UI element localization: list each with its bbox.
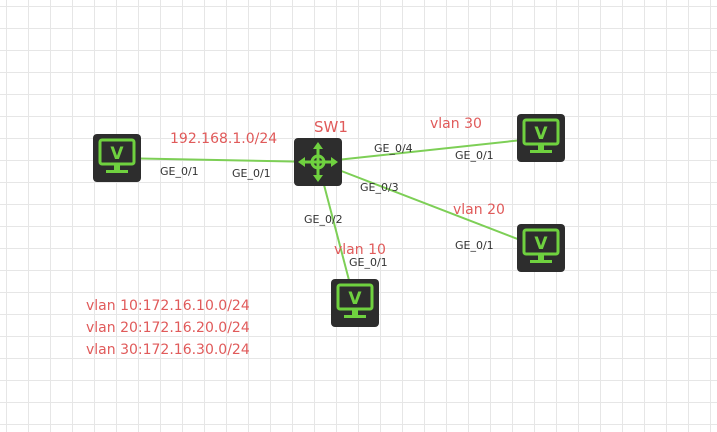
vlan20-label: vlan 20 bbox=[453, 202, 505, 218]
pc-vlan20[interactable]: V bbox=[516, 223, 566, 273]
monitor-v-icon: V bbox=[517, 224, 565, 272]
monitor-v-icon: V bbox=[331, 279, 379, 327]
port-label-pc-vlan30: GE_0/1 bbox=[455, 149, 494, 162]
switch-sw1[interactable] bbox=[293, 137, 343, 187]
pc-left[interactable]: V bbox=[92, 133, 142, 183]
port-label-sw-ge04: GE_0/4 bbox=[374, 142, 413, 155]
svg-text:V: V bbox=[534, 234, 548, 254]
port-label-pc-vlan20: GE_0/1 bbox=[455, 239, 494, 252]
port-label-sw-ge02: GE_0/2 bbox=[304, 213, 343, 226]
network-label-192: 192.168.1.0/24 bbox=[170, 131, 278, 147]
pc-vlan30[interactable]: V bbox=[516, 113, 566, 163]
note-vlan30: vlan 30:172.16.30.0/24 bbox=[86, 342, 250, 358]
port-label-sw-ge03: GE_0/3 bbox=[360, 181, 399, 194]
link-sw1-pc-vlan20 bbox=[317, 161, 542, 249]
port-label-pc-vlan10: GE_0/1 bbox=[349, 256, 388, 269]
port-label-pc-left: GE_0/1 bbox=[160, 165, 199, 178]
switch-arrows-icon bbox=[294, 138, 342, 186]
svg-text:V: V bbox=[348, 289, 362, 309]
vlan-subnet-notes: vlan 10:172.16.10.0/24 vlan 20:172.16.20… bbox=[86, 295, 250, 361]
vlan10-label: vlan 10 bbox=[334, 242, 386, 258]
pc-vlan10[interactable]: V bbox=[330, 278, 380, 328]
note-vlan20: vlan 20:172.16.20.0/24 bbox=[86, 320, 250, 336]
switch-label: SW1 bbox=[314, 118, 348, 136]
svg-text:V: V bbox=[110, 144, 124, 164]
note-vlan10: vlan 10:172.16.10.0/24 bbox=[86, 298, 250, 314]
monitor-v-icon: V bbox=[93, 134, 141, 182]
port-label-sw-ge01: GE_0/1 bbox=[232, 167, 271, 180]
vlan30-label: vlan 30 bbox=[430, 116, 482, 132]
link-sw1-pc-vlan30 bbox=[317, 137, 542, 163]
svg-text:V: V bbox=[534, 124, 548, 144]
link-pc-left-sw1 bbox=[116, 157, 319, 163]
monitor-v-icon: V bbox=[517, 114, 565, 162]
